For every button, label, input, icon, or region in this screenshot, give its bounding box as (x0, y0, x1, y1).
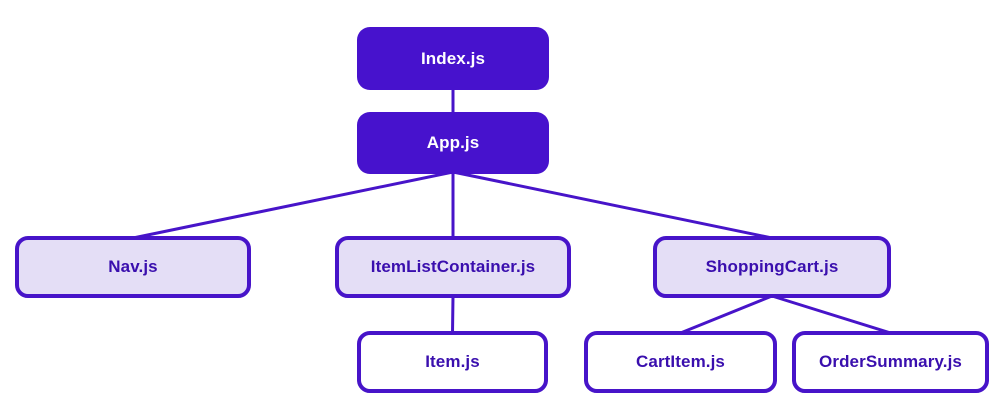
node-itemlistcontainer-js: ItemListContainer.js (335, 236, 571, 298)
node-label: Nav.js (108, 257, 158, 276)
node-index-js: Index.js (357, 27, 549, 90)
node-label: App.js (426, 133, 480, 152)
node-shoppingcart-js: ShoppingCart.js (653, 236, 891, 298)
node-ordersummary-js: OrderSummary.js (792, 331, 989, 393)
node-label: OrderSummary.js (819, 352, 962, 371)
node-nav-js: Nav.js (15, 236, 251, 298)
node-app-js: App.js (357, 112, 549, 174)
node-label: ShoppingCart.js (705, 257, 839, 276)
node-item-js: Item.js (357, 331, 548, 393)
node-label: Index.js (420, 48, 486, 68)
node-label: CartItem.js (636, 352, 725, 371)
node-label: Item.js (425, 352, 480, 371)
node-label: ItemListContainer.js (370, 257, 536, 276)
node-cartitem-js: CartItem.js (584, 331, 777, 393)
